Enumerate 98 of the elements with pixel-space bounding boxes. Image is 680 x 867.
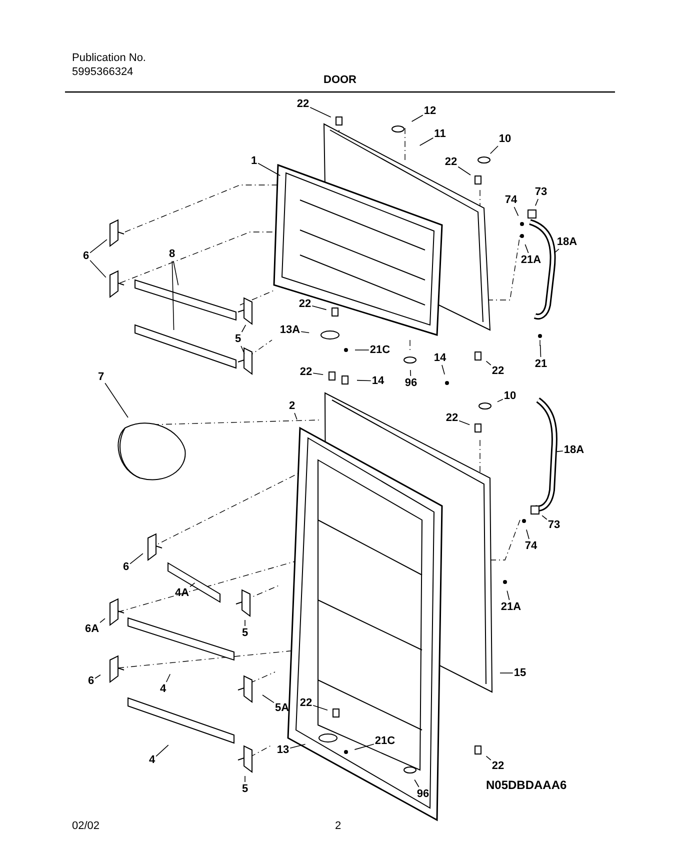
leader-line	[90, 260, 106, 278]
callout-number: 5A	[274, 702, 290, 714]
leader-line	[100, 618, 106, 623]
callout-number: 18A	[564, 444, 584, 456]
leader-line	[290, 744, 306, 749]
callout-number: 22	[446, 412, 458, 424]
callout-number: 6	[122, 561, 130, 573]
callout-number: 21C	[370, 344, 390, 356]
callout-number: 13	[276, 744, 290, 756]
leader-line	[500, 672, 514, 674]
leader-line	[312, 704, 328, 711]
leader-line	[414, 779, 420, 788]
leader-line	[244, 776, 246, 782]
leader-line	[556, 450, 564, 452]
callout-number: 14	[372, 375, 384, 387]
section-title: DOOR	[324, 74, 356, 87]
leader-line	[104, 382, 128, 418]
callout-number: 10	[504, 390, 516, 402]
leader-line	[262, 694, 274, 704]
leader-line	[524, 244, 529, 254]
leader-line	[486, 756, 492, 760]
leader-line	[458, 420, 470, 426]
leader-line	[540, 344, 542, 358]
callout-number: 22	[298, 298, 312, 310]
leader-line	[172, 260, 174, 330]
callout-number: 11	[434, 128, 446, 140]
callout-number: 14	[434, 352, 446, 364]
callout-number: 21C	[374, 735, 396, 747]
callout-number: 96	[416, 788, 430, 800]
callout-number: 21A	[520, 254, 542, 266]
callout-number: 5	[234, 333, 242, 345]
leader-line	[506, 590, 510, 600]
callout-number: 21A	[500, 601, 522, 613]
publication-number: 5995366324	[72, 66, 134, 79]
leader-line	[244, 620, 246, 626]
callout-number: 73	[548, 519, 560, 531]
leader-line	[312, 372, 324, 376]
leader-line	[94, 674, 101, 679]
date-code: 02/02	[72, 820, 100, 833]
leader-line	[497, 398, 504, 402]
callout-number: 6	[82, 250, 90, 262]
leader-line	[354, 744, 374, 750]
leader-line	[526, 529, 530, 540]
leader-line	[542, 515, 548, 520]
callout-number: 12	[424, 105, 436, 117]
callout-number: 74	[504, 194, 518, 206]
callout-number: 21	[534, 358, 548, 370]
leader-line	[490, 146, 498, 154]
callout-number: 22	[492, 365, 504, 377]
callout-number: 22	[492, 760, 504, 772]
callout-number: 5	[242, 783, 248, 795]
drawing-code: N05DBDAAA6	[486, 779, 567, 792]
callout-number: 7	[98, 371, 104, 383]
leader-line	[190, 582, 196, 588]
page-number: 2	[335, 820, 342, 833]
leader-line	[356, 380, 372, 382]
leader-line	[241, 324, 246, 332]
leader-line	[173, 260, 179, 286]
leader-line	[90, 239, 108, 254]
leader-line	[310, 106, 332, 118]
leader-line	[294, 412, 298, 420]
leader-line	[312, 306, 327, 310]
callout-number: 15	[514, 667, 526, 679]
leader-line	[410, 370, 412, 376]
callout-number: 74	[524, 540, 538, 552]
callout-number: 6A	[84, 623, 100, 635]
leader-line	[411, 114, 424, 122]
leader-line	[486, 360, 492, 366]
leader-line	[514, 206, 519, 216]
callout-number: 73	[534, 186, 548, 198]
leader-line	[130, 553, 144, 564]
callout-number: 22	[300, 697, 312, 709]
publication-label: Publication No.	[72, 52, 146, 65]
callout-number: 18A	[556, 236, 578, 248]
callout-number: 2	[288, 400, 296, 412]
leader-line	[166, 674, 171, 682]
leader-line	[458, 166, 471, 176]
callout-number: 22	[296, 98, 310, 110]
callout-number: 4	[160, 683, 166, 695]
leader-line	[300, 331, 310, 334]
callout-number: 4A	[174, 587, 190, 599]
callout-number: 13A	[280, 324, 300, 336]
leader-line	[156, 744, 169, 757]
callout-number: 22	[300, 366, 312, 378]
callout-number: 5	[242, 627, 248, 639]
callout-number: 8	[168, 248, 176, 260]
leader-line	[258, 162, 281, 176]
leader-line	[240, 346, 245, 354]
leader-line	[554, 248, 560, 254]
leader-line	[535, 198, 539, 206]
callout-number: 96	[404, 377, 418, 389]
leader-line	[419, 138, 434, 146]
callout-number: 6	[88, 675, 94, 687]
callout-number: 22	[444, 156, 458, 168]
callout-number: 4	[148, 754, 156, 766]
callout-number: 10	[498, 133, 512, 145]
leader-line	[442, 364, 445, 375]
callout-number: 1	[250, 155, 258, 167]
